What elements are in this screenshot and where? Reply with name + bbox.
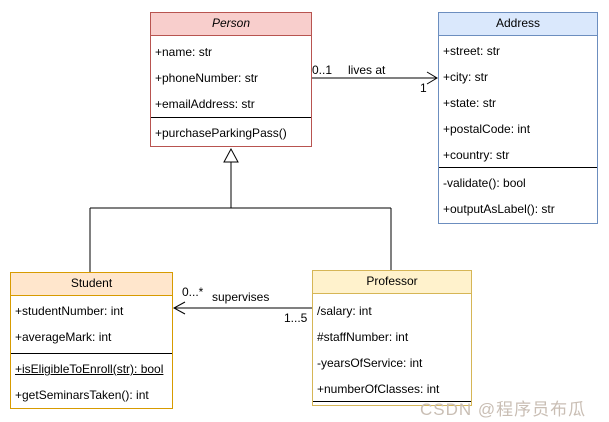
attribute: #staffNumber: int bbox=[317, 330, 409, 344]
class-student: Student +studentNumber: int +averageMark… bbox=[10, 272, 173, 409]
class-professor-attributes: /salary: int #staffNumber: int -yearsOfS… bbox=[313, 294, 471, 402]
attribute: +postalCode: int bbox=[443, 122, 531, 136]
multiplicity-lives-at-source: 0..1 bbox=[312, 63, 333, 77]
class-student-attributes: +studentNumber: int +averageMark: int bbox=[11, 296, 172, 354]
attribute: +name: str bbox=[155, 44, 213, 59]
attribute: +studentNumber: int bbox=[15, 304, 124, 318]
class-person-title: Person bbox=[151, 13, 311, 36]
class-address: Address +street: str +city: str +state: … bbox=[438, 12, 598, 224]
class-address-attributes: +street: str +city: str +state: str +pos… bbox=[439, 36, 597, 168]
attribute: +street: str bbox=[443, 44, 501, 58]
association-label-supervises: supervises bbox=[212, 290, 270, 304]
class-person: Person +name: str +phoneNumber: str +ema… bbox=[150, 12, 312, 147]
attribute: +numberOfClasses: int bbox=[317, 382, 440, 396]
class-student-title: Student bbox=[11, 273, 172, 296]
method: +purchaseParkingPass() bbox=[155, 126, 287, 140]
method: +getSeminarsTaken(): int bbox=[15, 388, 149, 402]
class-person-attributes: +name: str +phoneNumber: str +emailAddre… bbox=[151, 36, 311, 118]
open-arrowhead-icon bbox=[426, 71, 438, 85]
class-professor: Professor /salary: int #staffNumber: int… bbox=[312, 270, 472, 406]
class-person-methods: +purchaseParkingPass() bbox=[151, 118, 311, 146]
attribute: +city: str bbox=[443, 70, 489, 84]
attribute: +state: str bbox=[443, 96, 497, 110]
attribute: /salary: int bbox=[317, 304, 372, 318]
class-professor-title: Professor bbox=[313, 271, 471, 294]
method: -validate(): bool bbox=[443, 176, 526, 190]
multiplicity-lives-at-target: 1 bbox=[420, 81, 427, 95]
static-method: +isEligibleToEnroll(str): bool bbox=[15, 362, 164, 376]
multiplicity-supervises-target: 0...* bbox=[182, 285, 204, 299]
attribute: +emailAddress: str bbox=[155, 96, 255, 111]
method: +outputAsLabel(): str bbox=[443, 202, 555, 216]
class-address-title: Address bbox=[439, 13, 597, 36]
csdn-watermark: CSDN @程序员布瓜 bbox=[420, 400, 587, 419]
attribute: -yearsOfService: int bbox=[317, 356, 423, 370]
association-label-lives-at: lives at bbox=[348, 63, 386, 77]
class-address-methods: -validate(): bool +outputAsLabel(): str bbox=[439, 168, 597, 223]
open-arrowhead-icon bbox=[172, 301, 186, 315]
class-student-methods: +isEligibleToEnroll(str): bool +getSemin… bbox=[11, 354, 172, 408]
inheritance-triangle-icon bbox=[223, 147, 239, 163]
multiplicity-supervises-source: 1...5 bbox=[284, 311, 308, 325]
attribute: +averageMark: int bbox=[15, 330, 112, 344]
attribute: +phoneNumber: str bbox=[155, 70, 259, 85]
attribute: +country: str bbox=[443, 148, 510, 162]
